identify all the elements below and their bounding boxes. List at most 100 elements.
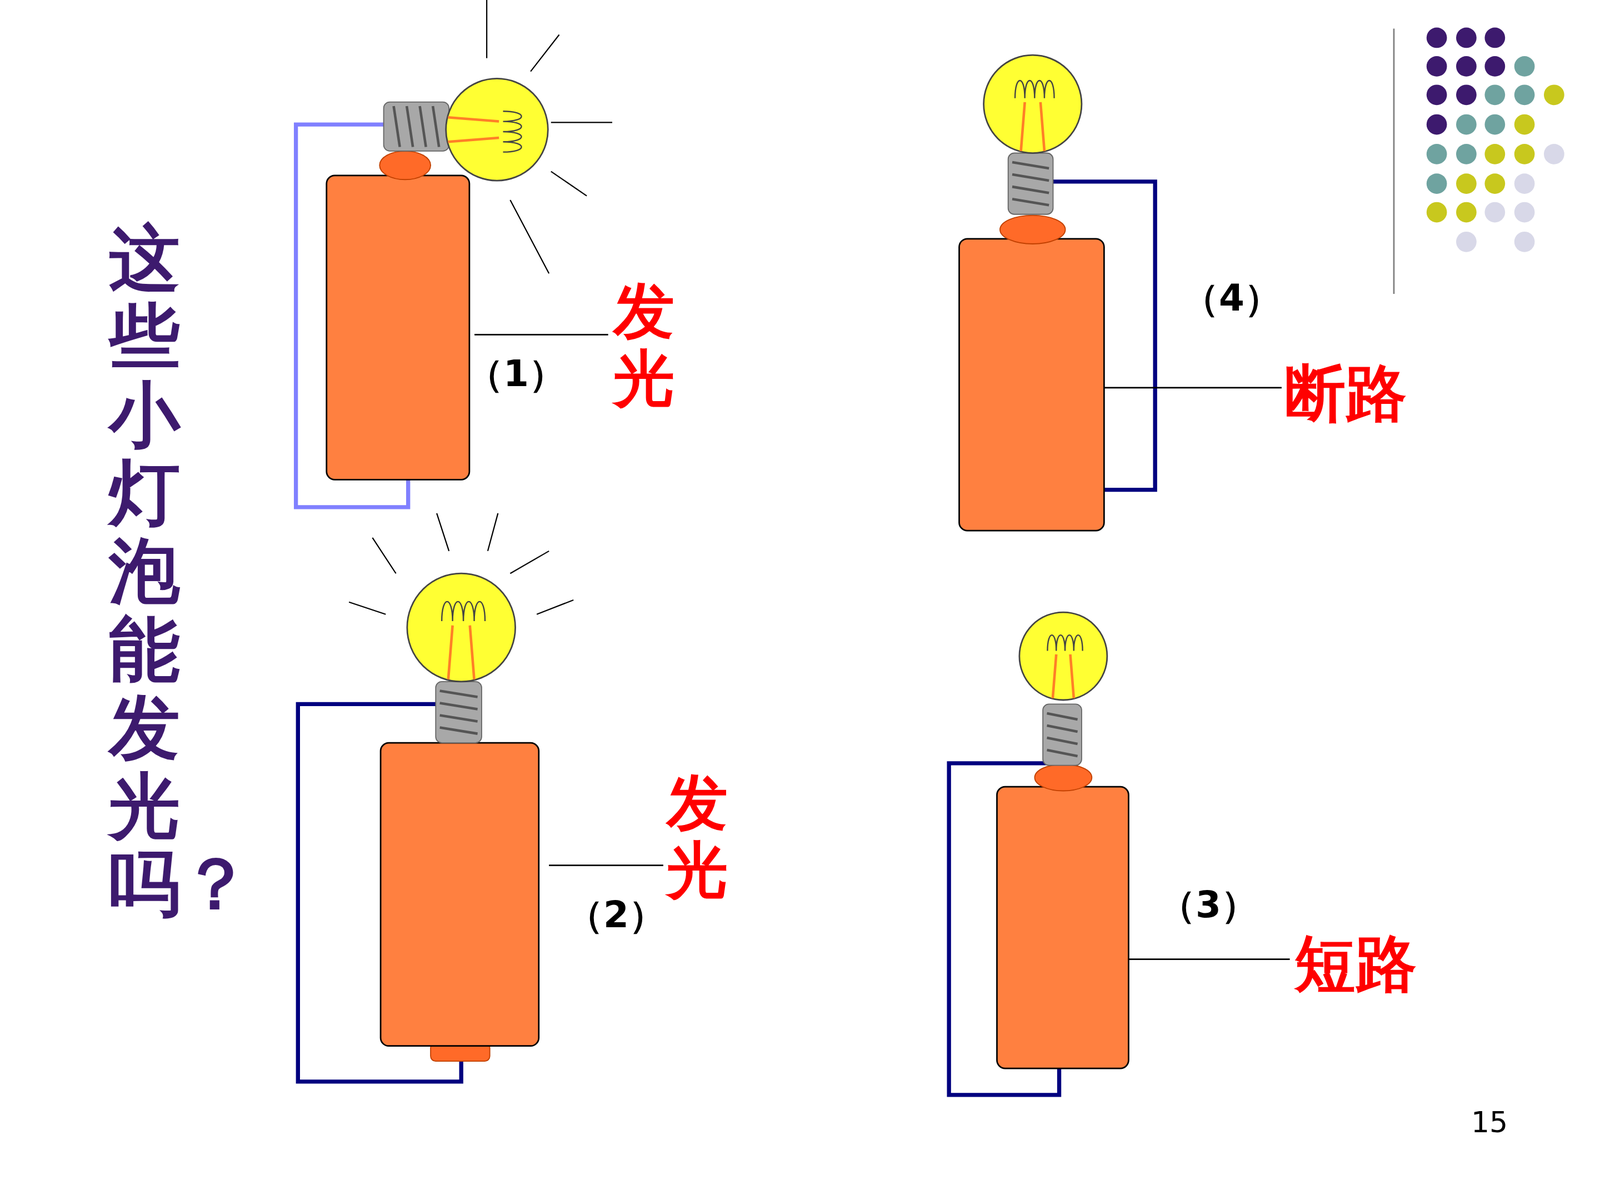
circuit-1 <box>296 0 613 508</box>
slide-title: 这些小灯泡能发光吗？ <box>108 219 180 924</box>
decor-dot <box>1456 173 1477 194</box>
circuit-4 <box>959 55 1282 531</box>
screw-thread <box>406 106 413 147</box>
filament-coil <box>503 111 522 152</box>
slide-decoration <box>1393 27 1565 294</box>
light-ray <box>372 537 396 574</box>
screw-thread <box>393 106 400 147</box>
decor-dot <box>1456 143 1477 165</box>
result-label: 发光 <box>666 769 728 904</box>
battery-body <box>959 238 1105 531</box>
result-label: 短路 <box>1294 923 1417 1007</box>
decor-dot <box>1456 27 1477 49</box>
filament-wire <box>448 625 475 680</box>
leader-line <box>548 864 664 867</box>
battery-body <box>326 175 470 480</box>
screw-thread <box>1046 725 1078 732</box>
decor-dot <box>1484 173 1505 194</box>
light-bulb <box>407 573 516 682</box>
bulb-base <box>435 681 482 743</box>
bulb-base <box>1008 153 1054 215</box>
light-ray <box>530 34 559 72</box>
light-ray <box>510 551 549 574</box>
screw-thread <box>440 703 478 710</box>
decor-dot <box>1484 27 1505 49</box>
battery-body <box>380 742 539 1047</box>
result-label: 断路 <box>1284 352 1407 436</box>
callout-number: （3） <box>1158 880 1258 930</box>
screw-thread <box>1046 713 1078 720</box>
filament-wire <box>447 117 499 142</box>
divider-line <box>1393 28 1395 294</box>
screw-thread <box>1012 162 1049 169</box>
decor-dot <box>1484 114 1505 135</box>
screw-thread <box>432 106 439 147</box>
decor-dot <box>1426 27 1448 49</box>
decor-dot <box>1456 56 1477 77</box>
result-label: 发光 <box>613 277 675 413</box>
screw-thread <box>420 106 427 147</box>
bulb-glass <box>983 55 1082 153</box>
decor-dot <box>1484 56 1505 77</box>
decor-dot <box>1543 84 1565 105</box>
decor-dot <box>1456 114 1477 135</box>
callout-number: （4） <box>1182 273 1282 324</box>
leader-line <box>474 333 609 336</box>
decor-dot <box>1426 56 1448 77</box>
screw-thread <box>1046 750 1078 757</box>
battery-terminal <box>379 151 431 180</box>
light-ray <box>487 513 498 552</box>
callout-number: （1） <box>466 348 566 399</box>
screw-thread <box>1012 174 1049 181</box>
decor-dot <box>1456 231 1477 253</box>
bulb-glass <box>407 573 516 682</box>
decor-dot <box>1514 143 1535 165</box>
decor-dot <box>1456 84 1477 105</box>
decor-dot <box>1543 143 1565 165</box>
bulb-base <box>383 102 450 152</box>
callout-number: （2） <box>566 890 666 940</box>
light-ray <box>551 121 613 123</box>
battery-terminal <box>1000 215 1066 244</box>
bulb-glass <box>1019 612 1108 700</box>
light-bulb <box>983 55 1082 153</box>
decor-dot <box>1426 173 1448 194</box>
decor-dot <box>1426 202 1448 223</box>
bulb-glass <box>446 78 549 181</box>
light-bulb <box>446 78 549 181</box>
screw-thread <box>440 715 478 722</box>
circuit-2 <box>297 513 664 1082</box>
light-ray <box>436 513 449 552</box>
screw-thread <box>1046 737 1078 744</box>
light-ray <box>551 171 587 197</box>
light-ray <box>348 602 386 615</box>
leader-line <box>1128 958 1290 960</box>
filament-wire <box>1052 654 1074 699</box>
battery-terminal <box>1034 764 1092 792</box>
decor-dot <box>1426 143 1448 165</box>
screw-thread <box>1012 198 1049 205</box>
decor-dot <box>1514 114 1535 135</box>
leader-line <box>1103 387 1282 389</box>
decor-dot <box>1514 173 1535 194</box>
screw-thread <box>440 690 478 697</box>
filament-coil <box>1015 80 1055 99</box>
decor-dot <box>1426 114 1448 135</box>
decor-dot <box>1514 202 1535 223</box>
decor-dot <box>1456 202 1477 223</box>
battery-body <box>996 786 1129 1069</box>
light-ray <box>486 0 488 59</box>
bulb-base <box>1042 703 1082 765</box>
decor-dot <box>1514 56 1535 77</box>
decor-dot <box>1484 143 1505 165</box>
decor-dot <box>1426 84 1448 105</box>
decor-dot <box>1484 202 1505 223</box>
decor-dot <box>1514 84 1535 105</box>
circuit-3 <box>948 612 1290 1095</box>
light-ray <box>510 200 549 274</box>
light-bulb <box>1019 612 1108 700</box>
page-number: 15 <box>1471 1105 1508 1139</box>
screw-thread <box>1012 186 1049 193</box>
screw-thread <box>440 727 478 734</box>
